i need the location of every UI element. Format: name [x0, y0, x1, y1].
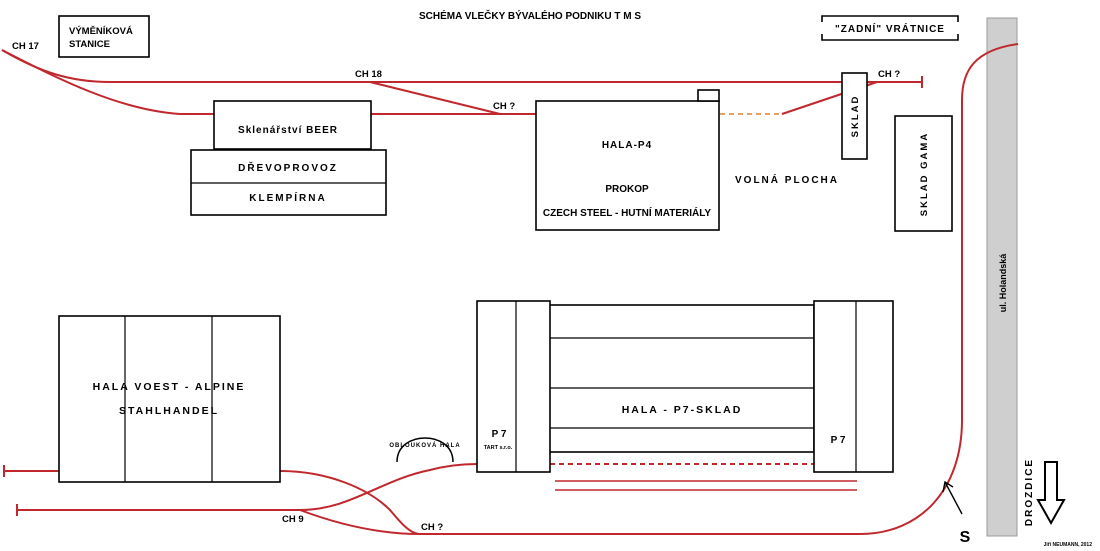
diagram-title: SCHÉMA VLEČKY BÝVALÉHO PODNIKU T M S [419, 9, 641, 22]
p7-right-label: P 7 [831, 435, 846, 446]
hala-p4-label: HALA-P4 [602, 140, 652, 151]
track-main-line [299, 43, 1019, 535]
hala-voest-building: HALA VOEST - ALPINE STAHLHANDEL [58, 315, 281, 483]
vymenikova-label-1: VÝMĚNÍKOVÁ [69, 25, 133, 37]
hala-p7-label: HALA - P7-SKLAD [622, 404, 743, 416]
prokop-label: PROKOP [605, 184, 649, 195]
track-label-ch17: CH 17 [12, 41, 39, 52]
volna-plocha-label: VOLNÁ PLOCHA [735, 173, 839, 186]
sklad-gama-label: SKLAD GAMA [919, 132, 930, 216]
track-lower-1-curve [279, 470, 421, 535]
sklad-building: SKLAD [841, 72, 868, 160]
drevoprovoz-label: DŘEVOPROVOZ [238, 161, 338, 174]
track-label-ch18: CH 18 [355, 69, 382, 80]
obloukova-hala: OBLOUKOVÁ HALA [389, 437, 460, 463]
track-label-ch-q1: CH ? [493, 101, 515, 112]
czech-steel-label: CZECH STEEL - HUTNÍ MATERIÁLY [543, 206, 711, 219]
track-ch18-switch [369, 81, 501, 115]
vymenikova-stanice: VÝMĚNÍKOVÁ STANICE [58, 15, 150, 58]
zadni-vratnice-label: "ZADNÍ" VRÁTNICE [835, 22, 945, 35]
hala-voest-label-1: HALA VOEST - ALPINE [93, 381, 246, 393]
author-credit: Jiří NEUMANN, 2012 [1044, 542, 1093, 548]
tart-label: TART s.r.o. [484, 445, 513, 451]
sklad-label: SKLAD [850, 95, 861, 138]
track-labels: CH 17 CH 18 CH ? CH ? CH 9 CH ? [12, 41, 900, 533]
p7-left-label: P 7 [492, 429, 507, 440]
north-label: S [960, 529, 971, 546]
zadni-vratnice: "ZADNÍ" VRÁTNICE [821, 15, 959, 41]
track-label-ch-q2: CH ? [878, 69, 900, 80]
obloukova-hala-label: OBLOUKOVÁ HALA [389, 442, 460, 449]
drozdice-label: DROZDICE [1024, 458, 1035, 526]
track-top-second [1, 49, 500, 115]
road-label: ul. Holandská [998, 253, 1008, 313]
drevoprovoz-building: DŘEVOPROVOZ KLEMPÍRNA [190, 149, 387, 216]
track-label-ch-q3: CH ? [421, 522, 443, 533]
drozdice-direction: DROZDICE [1024, 458, 1066, 526]
arrow-down-icon [1036, 461, 1066, 526]
klempirna-label: KLEMPÍRNA [249, 191, 326, 204]
track-label-ch9: CH 9 [282, 514, 304, 525]
vymenikova-label-2: STANICE [69, 39, 110, 50]
road-holandska: ul. Holandská [986, 17, 1018, 537]
sklenarstvi-building: Sklenářství BEER [213, 100, 372, 150]
hala-p4-building: HALA-P4 PROKOP CZECH STEEL - HUTNÍ MATER… [535, 89, 720, 231]
sklad-gama-building: SKLAD GAMA [894, 115, 953, 232]
hala-p7-building: HALA - P7-SKLAD P 7 TART s.r.o. P 7 [476, 300, 894, 473]
track-lower-2 [17, 463, 479, 511]
sklenarstvi-label: Sklenářství BEER [238, 125, 338, 136]
hala-voest-label-2: STAHLHANDEL [119, 405, 219, 417]
north-arrow: S [942, 480, 971, 546]
